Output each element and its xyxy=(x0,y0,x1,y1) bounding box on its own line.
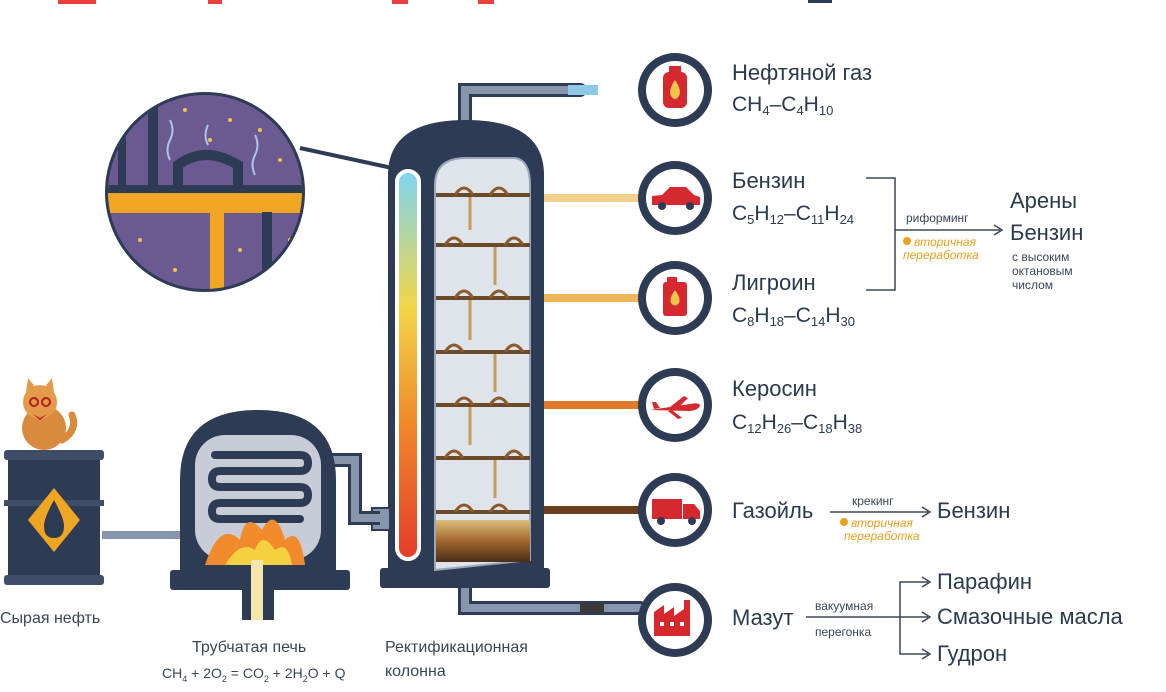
gas-cylinder-icon xyxy=(638,53,712,127)
info-marker-icon xyxy=(840,237,911,526)
vacuum-label-2: перегонка xyxy=(815,625,872,639)
reforming-arrow xyxy=(866,177,1004,291)
vacuum-result-tar: Гудрон xyxy=(937,641,1008,666)
title-fragment xyxy=(58,0,832,4)
tube-furnace xyxy=(102,410,380,620)
canister-icon xyxy=(638,261,712,335)
zoom-detail-circle xyxy=(105,92,393,292)
reforming-result-arenes: Арены xyxy=(1010,188,1078,213)
crude-oil-label: Сырая нефть xyxy=(0,610,101,627)
vacuum-label-1: вакуумная xyxy=(815,599,874,613)
product-name-mazut: Мазут xyxy=(732,605,794,630)
car-icon xyxy=(638,161,712,235)
furnace-label: Трубчатая печь xyxy=(192,639,307,656)
vacuum-arrows xyxy=(806,576,932,660)
cat-mascot xyxy=(22,378,78,450)
reforming-result-gasoline: Бензин xyxy=(1010,220,1084,245)
product-formula-kerosene: C12H26–C18H38 xyxy=(732,411,863,436)
product-name-gas: Нефтяной газ xyxy=(732,60,873,85)
product-name-gasoil: Газойль xyxy=(732,498,814,523)
distillation-column xyxy=(371,120,550,588)
column-label-1: Ректификационная xyxy=(385,639,528,656)
product-name-gasoline: Бензин xyxy=(732,168,806,193)
reforming-label: риформинг xyxy=(906,211,969,225)
product-formula-gas: CH4–C4H10 xyxy=(732,93,834,118)
cracking-result: Бензин xyxy=(937,498,1011,523)
vacuum-result-oils: Смазочные масла xyxy=(937,604,1123,629)
reforming-desc-2: октановым xyxy=(1012,264,1073,278)
cracking-note-2: переработка xyxy=(844,529,920,543)
truck-icon xyxy=(638,473,712,547)
reforming-desc-1: с высоким xyxy=(1012,250,1070,264)
vacuum-result-paraffin: Парафин xyxy=(937,569,1033,594)
factory-icon xyxy=(638,583,712,657)
cracking-arrow xyxy=(830,506,932,518)
product-formula-ligroin: C8H18–C14H30 xyxy=(732,304,856,329)
product-name-kerosene: Керосин xyxy=(732,376,817,401)
crude-oil-barrel xyxy=(4,450,104,585)
product-name-ligroin: Лигроин xyxy=(732,270,816,295)
reforming-desc-3: числом xyxy=(1012,278,1054,292)
airplane-icon xyxy=(638,368,712,442)
reforming-note-2: переработка xyxy=(903,248,979,262)
reforming-note-1: вторичная xyxy=(914,235,976,249)
cracking-note-1: вторичная xyxy=(851,516,913,530)
cracking-label: крекинг xyxy=(852,494,894,508)
column-label-2: колонна xyxy=(385,663,446,680)
furnace-equation: CH4 + 2O2 = CO2 + 2H2O + Q xyxy=(162,665,346,684)
product-pipes xyxy=(458,83,647,615)
product-formula-gasoline: C5H12–C11H24 xyxy=(732,202,855,227)
